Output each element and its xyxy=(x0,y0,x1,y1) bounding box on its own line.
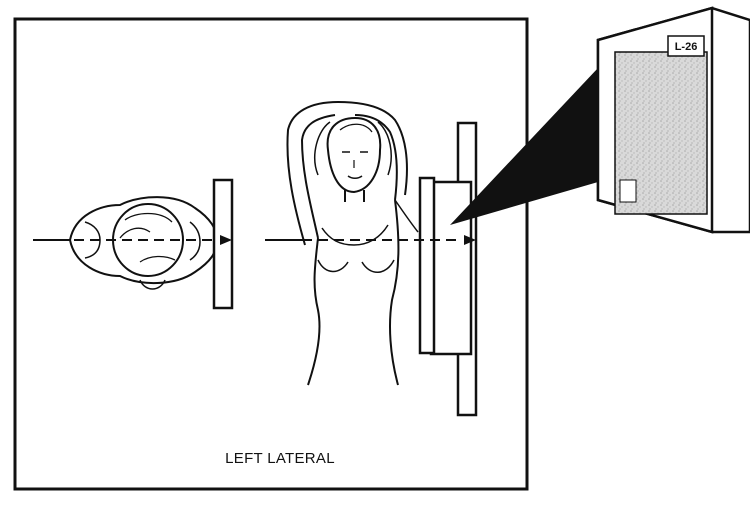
top-view-cassette xyxy=(214,180,232,308)
radiograph-callout: L-26 xyxy=(450,8,750,232)
view-caption: LEFT LATERAL xyxy=(190,450,370,467)
beam-arrow-top-view xyxy=(33,235,232,245)
upright-bucky-stand xyxy=(420,123,476,415)
film-marker-label: L-26 xyxy=(675,41,698,53)
patient-front-view xyxy=(287,102,418,385)
patient-top-view xyxy=(70,197,216,289)
